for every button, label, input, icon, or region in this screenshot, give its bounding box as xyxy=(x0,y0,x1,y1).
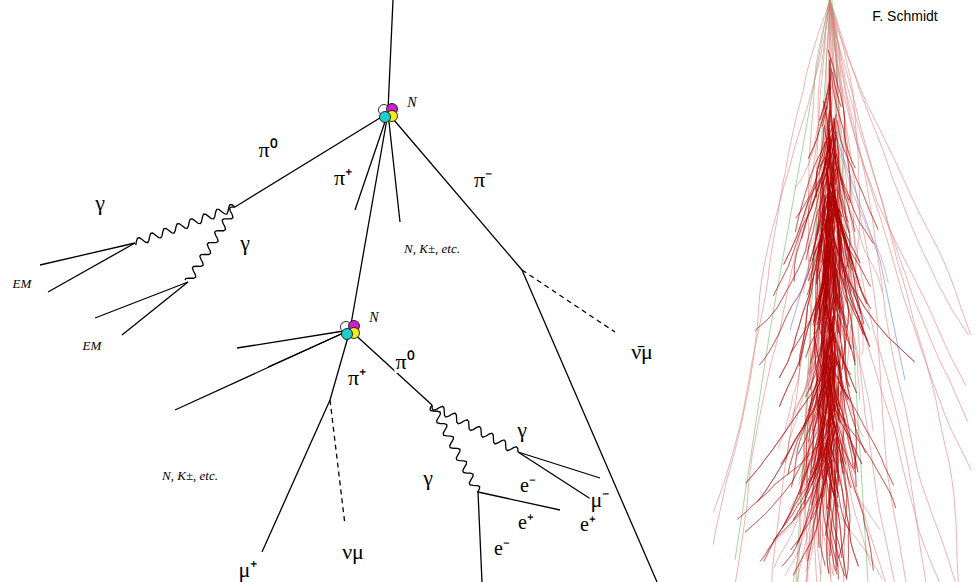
particle-track xyxy=(95,282,188,318)
cascade-sketch xyxy=(40,0,657,582)
particle-track xyxy=(388,113,400,222)
photon-line xyxy=(136,205,235,245)
em-label: EM xyxy=(12,277,33,290)
particle-track xyxy=(355,113,388,210)
particle-label: π⁰ xyxy=(257,139,278,161)
em-label: EM xyxy=(82,339,103,352)
shower-tracks xyxy=(713,0,971,582)
particle-label: μ⁻ xyxy=(590,489,611,511)
particle-track xyxy=(122,282,188,335)
particle-track xyxy=(235,113,388,207)
hadron-label: N, K±, etc. xyxy=(403,242,461,255)
particle-label: e⁻ xyxy=(519,475,537,495)
credit-text: F. Schmidt xyxy=(871,9,938,23)
nucleus-symbol xyxy=(379,104,398,123)
particle-label: γ xyxy=(94,192,106,214)
particle-label: γ xyxy=(422,467,434,489)
photon-line xyxy=(430,405,479,492)
primary-track xyxy=(388,0,393,110)
particle-track xyxy=(175,330,350,410)
nucleus-label: N xyxy=(368,311,379,325)
particle-label: ν̄μ xyxy=(630,341,654,363)
nucleon-dot xyxy=(380,112,391,123)
particle-track xyxy=(518,452,600,505)
particle-track xyxy=(478,492,482,582)
particle-label: γ xyxy=(516,419,528,441)
particle-track xyxy=(40,243,135,265)
nucleon-dot xyxy=(342,329,353,340)
nucleus-symbol xyxy=(341,321,360,340)
shower-track xyxy=(713,0,971,582)
particle-label: π⁺ xyxy=(347,367,367,389)
particle-label: π⁻ xyxy=(473,169,493,191)
neutrino-track xyxy=(522,270,615,332)
particle-label: e⁻ xyxy=(493,538,511,558)
particle-track xyxy=(388,113,522,270)
nucleus-label: N xyxy=(406,96,417,110)
particle-label: e⁺ xyxy=(579,514,597,534)
particle-track xyxy=(237,330,350,348)
particle-track xyxy=(262,400,330,552)
shower-track xyxy=(737,50,914,580)
hadron-label: N, K±, etc. xyxy=(161,469,219,482)
particle-track xyxy=(350,113,388,330)
photon-line xyxy=(432,405,518,452)
particle-track xyxy=(522,270,657,582)
neutrino-track xyxy=(330,400,345,525)
particle-label: γ xyxy=(239,232,251,254)
particle-label: μ⁺ xyxy=(238,559,259,581)
particle-label: π⁺ xyxy=(333,167,353,189)
photon-line xyxy=(185,207,235,280)
particle-label: νμ xyxy=(341,541,365,563)
particle-track xyxy=(330,330,350,400)
particle-label: π⁰ xyxy=(394,351,415,373)
particle-label: e⁺ xyxy=(517,512,535,532)
particle-track xyxy=(48,243,135,292)
